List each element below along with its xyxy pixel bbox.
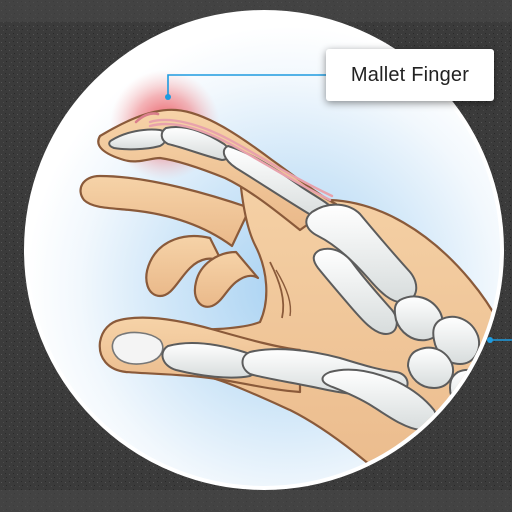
bottom-band [0, 490, 512, 512]
callout-label-text: Mallet Finger [351, 64, 469, 87]
wrist-anchor-dot [487, 337, 493, 343]
callout-anchor-dot [165, 94, 171, 100]
callout-label: Mallet Finger [326, 49, 494, 101]
thumbnail [112, 333, 162, 364]
